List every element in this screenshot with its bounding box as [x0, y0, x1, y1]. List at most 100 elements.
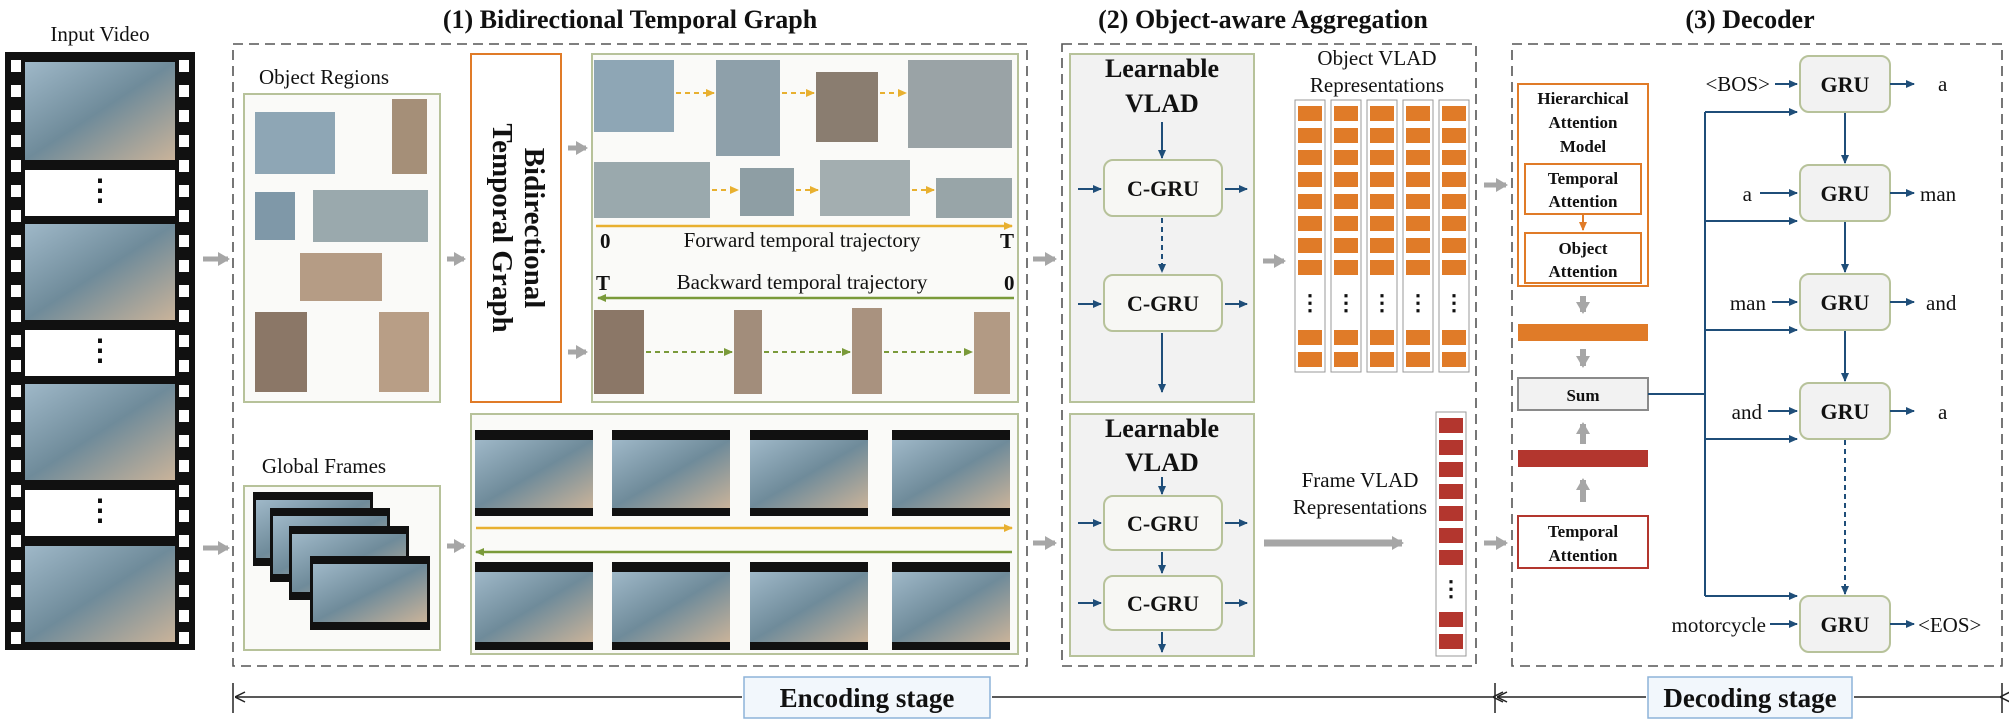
object-vlad-cell: [1406, 238, 1430, 253]
object-regions-label: Object Regions: [259, 65, 389, 89]
object-vlad-representations: ⋮ ⋮ ⋮ ⋮ ⋮: [1294, 99, 1470, 373]
object-vlad-cell: [1334, 352, 1358, 367]
object-vlad-cell: [1334, 172, 1358, 187]
object-vlad-cell: [1442, 216, 1466, 231]
film-frame-1: [25, 62, 175, 160]
object-vlad-column: [1438, 99, 1470, 373]
object-vlad-cell: [1298, 330, 1322, 345]
object-vlad-column: [1402, 99, 1434, 373]
ham-object-line1: Object: [1558, 239, 1607, 258]
frame-context-vector: [1518, 450, 1648, 467]
film-sprocket-holes: [11, 60, 189, 644]
forward-trajectory-row-2: [594, 160, 1012, 218]
frame-cgru-2-label: C-GRU: [1127, 591, 1199, 616]
object-regions-panel: [243, 93, 441, 403]
frame-vlad-cell: [1439, 528, 1463, 543]
object-vlad-cell: [1442, 352, 1466, 367]
frame-temporal-attention: [1517, 515, 1649, 569]
ham-temporal-attention: [1524, 163, 1642, 215]
frame-vlad-cell: [1439, 418, 1463, 433]
ham-object-attention: [1524, 232, 1642, 284]
frame-vlad-cell: [1439, 612, 1463, 627]
section2-title: (2) Object-aware Aggregation: [1098, 5, 1428, 34]
output-token-4: a: [1938, 400, 1948, 424]
object-vlad-ellipsis: ⋮: [1443, 290, 1465, 315]
backward-trajectory-row: [594, 308, 1010, 394]
section3-title: (3) Decoder: [1685, 5, 1814, 34]
film-ellipsis-1: ⋮: [86, 175, 115, 207]
section1-title: (1) Bidirectional Temporal Graph: [443, 5, 818, 34]
global-frames-backward-row: [475, 562, 1010, 650]
object-vlad-cell: [1406, 128, 1430, 143]
object-vlad-cell: [1442, 106, 1466, 121]
backward-end-label: 0: [1004, 271, 1015, 295]
decoding-stage-span: Decoding stage: [1497, 676, 2002, 719]
object-vlad-cell: [1334, 150, 1358, 165]
gru-1-label: GRU: [1821, 72, 1870, 97]
object-vlad-ellipsis: ⋮: [1335, 290, 1357, 315]
gru-cell-4: GRU: [1799, 382, 1891, 440]
frame-temporal-line2: Attention: [1549, 546, 1618, 565]
object-vlad-cell: [1442, 238, 1466, 253]
ham-temporal-line1: Temporal: [1548, 169, 1618, 188]
frame-vlad-cell: [1439, 634, 1463, 649]
section1-dashed-box: [232, 43, 1028, 667]
object-vlad-ellipsis: ⋮: [1299, 290, 1321, 315]
sum-label: Sum: [1566, 386, 1599, 405]
decoding-stage-label: Decoding stage: [1663, 683, 1836, 713]
frame-vlad-reps-line2: Representations: [1293, 495, 1427, 519]
object-vlad-ellipsis: ⋮: [1371, 290, 1393, 315]
filmstrip: ⋮ ⋮ ⋮: [5, 52, 195, 650]
encoding-stage-label: Encoding stage: [780, 683, 955, 713]
ham-temporal-line2: Attention: [1549, 192, 1618, 211]
frame-vlad-representation: ⋮: [1435, 411, 1467, 657]
sum-node: [1517, 377, 1649, 411]
object-vlad-cell: [1406, 106, 1430, 121]
bidirectional-graph-box: [470, 53, 562, 403]
gru-cell-1: GRU: [1799, 55, 1891, 113]
gru-cell-3: GRU: [1799, 273, 1891, 331]
frame-vlad-cell: [1439, 550, 1463, 565]
object-vlad-title-line2: VLAD: [1125, 89, 1199, 118]
object-vlad-cell: [1370, 106, 1394, 121]
frame-vlad-cell: [1439, 484, 1463, 499]
global-frames-label: Global Frames: [262, 454, 386, 478]
ham-object-line2: Attention: [1549, 262, 1618, 281]
object-vlad-cell: [1334, 128, 1358, 143]
forward-trajectory-row-1: [594, 60, 1012, 156]
object-vlad-reps-line2: Representations: [1310, 73, 1444, 97]
object-vlad-cell: [1334, 216, 1358, 231]
object-vlad-cell: [1370, 216, 1394, 231]
frame-vlad-title-line1: Learnable: [1105, 414, 1219, 443]
object-vlad-column: [1366, 99, 1398, 373]
object-cgru-2-label: C-GRU: [1127, 291, 1199, 316]
object-cgru-1-label: C-GRU: [1127, 176, 1199, 201]
frame-vlad-cell: [1439, 440, 1463, 455]
frame-vlad-reps-line1: Frame VLAD: [1302, 468, 1419, 492]
gru-2-label: GRU: [1821, 181, 1870, 206]
object-vlad-cell: [1298, 238, 1322, 253]
object-vlad-cell: [1406, 172, 1430, 187]
object-vlad-cell: [1406, 194, 1430, 209]
object-vlad-cell: [1334, 238, 1358, 253]
gru-3-label: GRU: [1821, 290, 1870, 315]
gru-5-label: GRU: [1821, 612, 1870, 637]
input-token-4: and: [1732, 400, 1763, 424]
object-vlad-cell: [1442, 260, 1466, 275]
object-vlad-cell: [1370, 330, 1394, 345]
object-vlad-cell: [1298, 194, 1322, 209]
input-token-1: <BOS>: [1705, 72, 1770, 96]
output-token-2: man: [1920, 182, 1957, 206]
object-vlad-cell: [1370, 172, 1394, 187]
object-cgru-1: [1103, 159, 1223, 217]
object-vlad-cell: [1298, 128, 1322, 143]
object-vlad-ellipsis: ⋮: [1407, 290, 1429, 315]
encoding-stage-span: Encoding stage: [232, 676, 1495, 719]
gru-4-label: GRU: [1821, 399, 1870, 424]
object-vlad-cell: [1298, 216, 1322, 231]
object-vlad-cell: [1442, 128, 1466, 143]
object-cgru-2: [1103, 274, 1223, 332]
global-frames-panel: [243, 485, 441, 651]
object-vlad-cell: [1334, 330, 1358, 345]
